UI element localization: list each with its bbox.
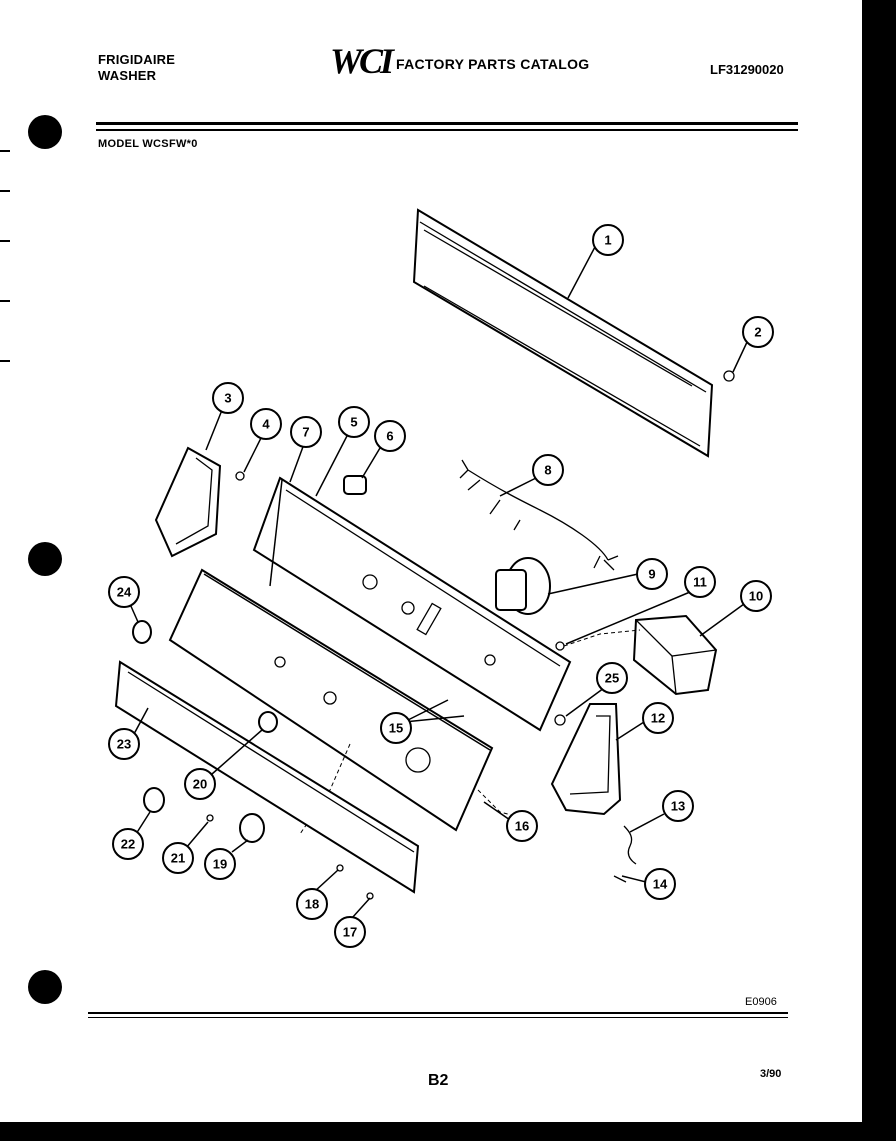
svg-text:4: 4: [262, 417, 270, 432]
fastener-part: [336, 864, 344, 872]
callout-25: 25: [596, 662, 628, 694]
svg-text:17: 17: [343, 925, 357, 940]
callout-12: 12: [642, 702, 674, 734]
model-number: MODEL WCSFW*0: [98, 138, 198, 150]
scan-edge-mark: [0, 150, 10, 152]
fastener-part: [206, 814, 214, 822]
callout-23: 23: [108, 728, 140, 760]
callout-11: 11: [684, 566, 716, 598]
callout-3: 3: [212, 382, 244, 414]
svg-text:14: 14: [653, 877, 668, 892]
product-type: WASHER: [98, 68, 157, 83]
leader-lines: [129, 244, 749, 919]
header-rule: [96, 122, 798, 125]
brand-name: FRIGIDAIRE: [98, 52, 176, 67]
screw-part: [723, 370, 735, 382]
end-bracket-part: [550, 703, 622, 816]
callout-15: 15: [380, 712, 412, 744]
catalog-page: [0, 0, 862, 1122]
catalog-number: LF31290020: [710, 62, 784, 77]
svg-text:24: 24: [117, 585, 132, 600]
callout-22: 22: [112, 828, 144, 860]
control-panel-part: [252, 476, 572, 732]
binder-hole-icon: [28, 115, 62, 149]
callout-1: 1: [592, 224, 624, 256]
screw-part: [554, 714, 566, 726]
switch-box-part: [632, 614, 718, 696]
callout-4: 4: [250, 408, 282, 440]
scan-edge-mark: [0, 360, 10, 362]
callout-8: 8: [532, 454, 564, 486]
console-panel-part: [168, 568, 494, 832]
knob-part: [132, 620, 152, 644]
callout-13: 13: [662, 790, 694, 822]
callout-19: 19: [204, 848, 236, 880]
svg-text:19: 19: [213, 857, 227, 872]
callout-9: 9: [636, 558, 668, 590]
svg-text:13: 13: [671, 799, 685, 814]
wci-logo: WCI: [330, 41, 394, 81]
trim-strip-part: [114, 660, 420, 894]
svg-text:21: 21: [171, 851, 185, 866]
rod-part: [269, 479, 283, 587]
page-number: B2: [428, 1072, 449, 1089]
knob-part: [258, 711, 278, 733]
svg-text:9: 9: [648, 567, 655, 582]
dashed-guide: [563, 629, 641, 647]
svg-text:8: 8: [544, 463, 551, 478]
callout-6: 6: [374, 420, 406, 452]
callout-24: 24: [108, 576, 140, 608]
callout-2: 2: [742, 316, 774, 348]
svg-text:6: 6: [386, 429, 393, 444]
callout-5: 5: [338, 406, 370, 438]
header-rule-thin: [96, 129, 798, 131]
svg-text:7: 7: [302, 425, 309, 440]
catalog-title: FACTORY PARTS CATALOG: [396, 56, 590, 72]
callout-7: 7: [290, 416, 322, 448]
callout-16: 16: [506, 810, 538, 842]
svg-text:23: 23: [117, 737, 131, 752]
callout-20: 20: [184, 768, 216, 800]
svg-text:15: 15: [389, 721, 403, 736]
callout-10: 10: [740, 580, 772, 612]
spring-clip-part: [613, 825, 637, 883]
svg-text:3: 3: [224, 391, 231, 406]
svg-text:11: 11: [693, 575, 707, 590]
svg-text:10: 10: [749, 589, 763, 604]
knob-part: [143, 787, 165, 813]
timer-part: [495, 557, 551, 615]
svg-text:16: 16: [515, 819, 529, 834]
wiring-harness-part: [459, 459, 619, 571]
footer-rule-thin: [88, 1017, 788, 1018]
scan-edge-mark: [0, 300, 10, 302]
svg-text:2: 2: [754, 325, 761, 340]
svg-text:22: 22: [121, 837, 135, 852]
screw-part: [555, 641, 565, 651]
footer-rule: [88, 1012, 788, 1014]
callout-21: 21: [162, 842, 194, 874]
scan-edge-mark: [0, 190, 10, 192]
clip-part: [235, 471, 245, 481]
binder-hole-icon: [28, 970, 62, 1004]
callout-14: 14: [644, 868, 676, 900]
svg-text:25: 25: [605, 671, 619, 686]
catalog-date: 3/90: [760, 1068, 782, 1080]
binder-hole-icon: [28, 542, 62, 576]
brand-label: FRIGIDAIRE WASHER: [98, 52, 175, 84]
drawing-code: E0906: [745, 996, 777, 1008]
scan-edge-mark: [0, 240, 10, 242]
svg-text:12: 12: [651, 711, 665, 726]
svg-text:1: 1: [604, 233, 611, 248]
callout-18: 18: [296, 888, 328, 920]
connector-part: [343, 475, 367, 495]
back-panel-part: [412, 208, 714, 458]
side-bracket-part: [154, 446, 222, 558]
dial-ring-part: [239, 813, 265, 843]
svg-text:5: 5: [350, 415, 357, 430]
callout-17: 17: [334, 916, 366, 948]
svg-text:20: 20: [193, 777, 207, 792]
svg-text:18: 18: [305, 897, 319, 912]
